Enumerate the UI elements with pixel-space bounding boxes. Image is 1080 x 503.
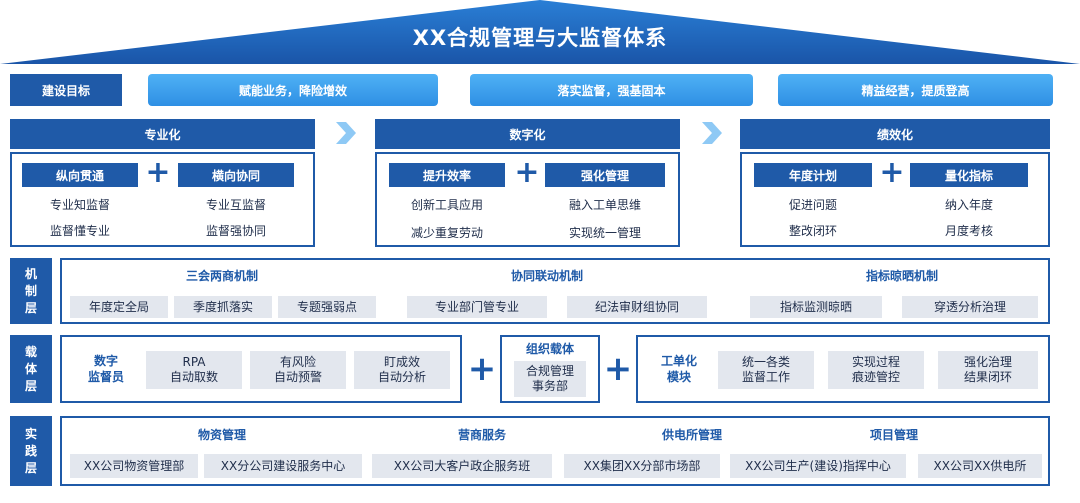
carrier-item: 统一各类 监督工作 <box>718 351 814 389</box>
plus-icon: + <box>879 155 905 190</box>
carrier-center-title: 组织载体 <box>525 342 574 356</box>
pillar-tag: 强化管理 <box>545 163 665 187</box>
pillar-item: 创新工具应用 <box>410 198 483 212</box>
mechanism-box: 三会两商机制 协同联动机制 指标晾晒机制 年度定全局 季度抓落实 专题强弱点 专… <box>60 258 1050 324</box>
plus-icon: + <box>145 155 171 190</box>
layer-label-practice: 实 践 层 <box>10 416 52 486</box>
carrier-right-box: 工单化 模块 统一各类 监督工作 实现过程 痕迹管控 强化治理 结果闭环 <box>636 335 1050 403</box>
chevron-right-icon <box>336 122 356 144</box>
carrier-item: 有风险 自动预警 <box>250 351 346 389</box>
carrier-left-title: 数字 监督员 <box>87 354 124 384</box>
pillar-item: 实现统一管理 <box>568 226 641 240</box>
plus-icon: + <box>603 349 633 389</box>
mechanism-title: 三会两商机制 <box>185 269 258 283</box>
mechanism-item: 纪法审财组协同 <box>567 296 707 318</box>
mechanism-title: 指标晾晒机制 <box>865 269 938 283</box>
page-title: XX合规管理与大监督体系 <box>412 26 668 50</box>
practice-title: 物资管理 <box>197 428 246 442</box>
pillar-item: 融入工单思维 <box>568 198 641 212</box>
pillar-item: 监督强协同 <box>205 224 266 238</box>
mechanism-item: 年度定全局 <box>70 296 168 318</box>
layer-label-carrier: 载 体 层 <box>10 335 52 403</box>
mechanism-title: 协同联动机制 <box>510 269 583 283</box>
pillar-item: 促进问题 <box>788 198 837 212</box>
plus-icon: + <box>514 155 540 190</box>
pillar-box: 纵向贯通 + 横向协同 专业知监督 监督懂专业 专业互监督 监督强协同 <box>10 152 315 247</box>
practice-title: 营商服务 <box>457 428 506 442</box>
pillar-tag: 提升效率 <box>389 163 505 187</box>
pillar-item: 月度考核 <box>944 224 993 238</box>
roof-banner <box>0 0 1080 64</box>
pillar-tag: 横向协同 <box>178 163 294 187</box>
carrier-item: RPA 自动取数 <box>146 351 242 389</box>
pillar-item: 监督懂专业 <box>49 224 110 238</box>
pillar-item: 整改闭环 <box>788 224 837 238</box>
pillar-tag: 纵向贯通 <box>22 163 138 187</box>
practice-title: 供电所管理 <box>661 428 722 442</box>
carrier-item: 盯成效 自动分析 <box>354 351 450 389</box>
goal-item: 精益经营，提质登高 <box>778 74 1053 106</box>
pillar-tag: 量化指标 <box>910 163 1028 187</box>
practice-item: XX公司物资管理部 <box>70 454 198 478</box>
practice-title: 项目管理 <box>869 428 918 442</box>
pillar-head: 专业化 <box>10 119 315 149</box>
pillar-item: 纳入年度 <box>944 198 993 212</box>
carrier-center-box: 组织载体 合规管理 事务部 <box>500 335 600 403</box>
mechanism-item: 穿透分析治理 <box>902 296 1038 318</box>
practice-item: XX公司大客户政企服务班 <box>372 454 552 478</box>
pillar-item: 减少重复劳动 <box>410 226 483 240</box>
mechanism-item: 专题强弱点 <box>278 296 376 318</box>
practice-item: XX公司生产(建设)指挥中心 <box>730 454 906 478</box>
mechanism-item: 季度抓落实 <box>174 296 272 318</box>
pillar-head: 数字化 <box>375 119 680 149</box>
practice-item: XX集团XX分部市场部 <box>564 454 720 478</box>
goal-item: 落实监督，强基固本 <box>470 74 753 106</box>
practice-box: 物资管理 营商服务 供电所管理 项目管理 XX公司物资管理部 XX分公司建设服务… <box>60 416 1050 486</box>
carrier-right-title: 工单化 模块 <box>660 354 697 384</box>
pillar-box: 提升效率 + 强化管理 创新工具应用 减少重复劳动 融入工单思维 实现统一管理 <box>375 152 680 247</box>
practice-item: XX分公司建设服务中心 <box>204 454 362 478</box>
goals-label: 建设目标 <box>10 74 122 106</box>
carrier-left-box: 数字 监督员 RPA 自动取数 有风险 自动预警 盯成效 自动分析 <box>60 335 462 403</box>
pillar-item: 专业互监督 <box>205 198 266 212</box>
carrier-item: 强化治理 结果闭环 <box>938 351 1038 389</box>
plus-icon: + <box>467 349 497 389</box>
practice-item: XX公司XX供电所 <box>918 454 1042 478</box>
mechanism-item: 指标监测晾晒 <box>750 296 882 318</box>
chevron-right-icon <box>702 122 722 144</box>
mechanism-item: 专业部门管专业 <box>407 296 547 318</box>
goal-item: 赋能业务，降险增效 <box>148 74 438 106</box>
pillar-tag: 年度计划 <box>754 163 872 187</box>
carrier-center-item: 合规管理 事务部 <box>514 361 586 397</box>
layer-label-mechanism: 机 制 层 <box>10 258 52 324</box>
pillar-item: 专业知监督 <box>49 198 110 212</box>
pillar-box: 年度计划 + 量化指标 促进问题 整改闭环 纳入年度 月度考核 <box>740 152 1050 247</box>
pillar-head: 绩效化 <box>740 119 1050 149</box>
carrier-item: 实现过程 痕迹管控 <box>828 351 924 389</box>
